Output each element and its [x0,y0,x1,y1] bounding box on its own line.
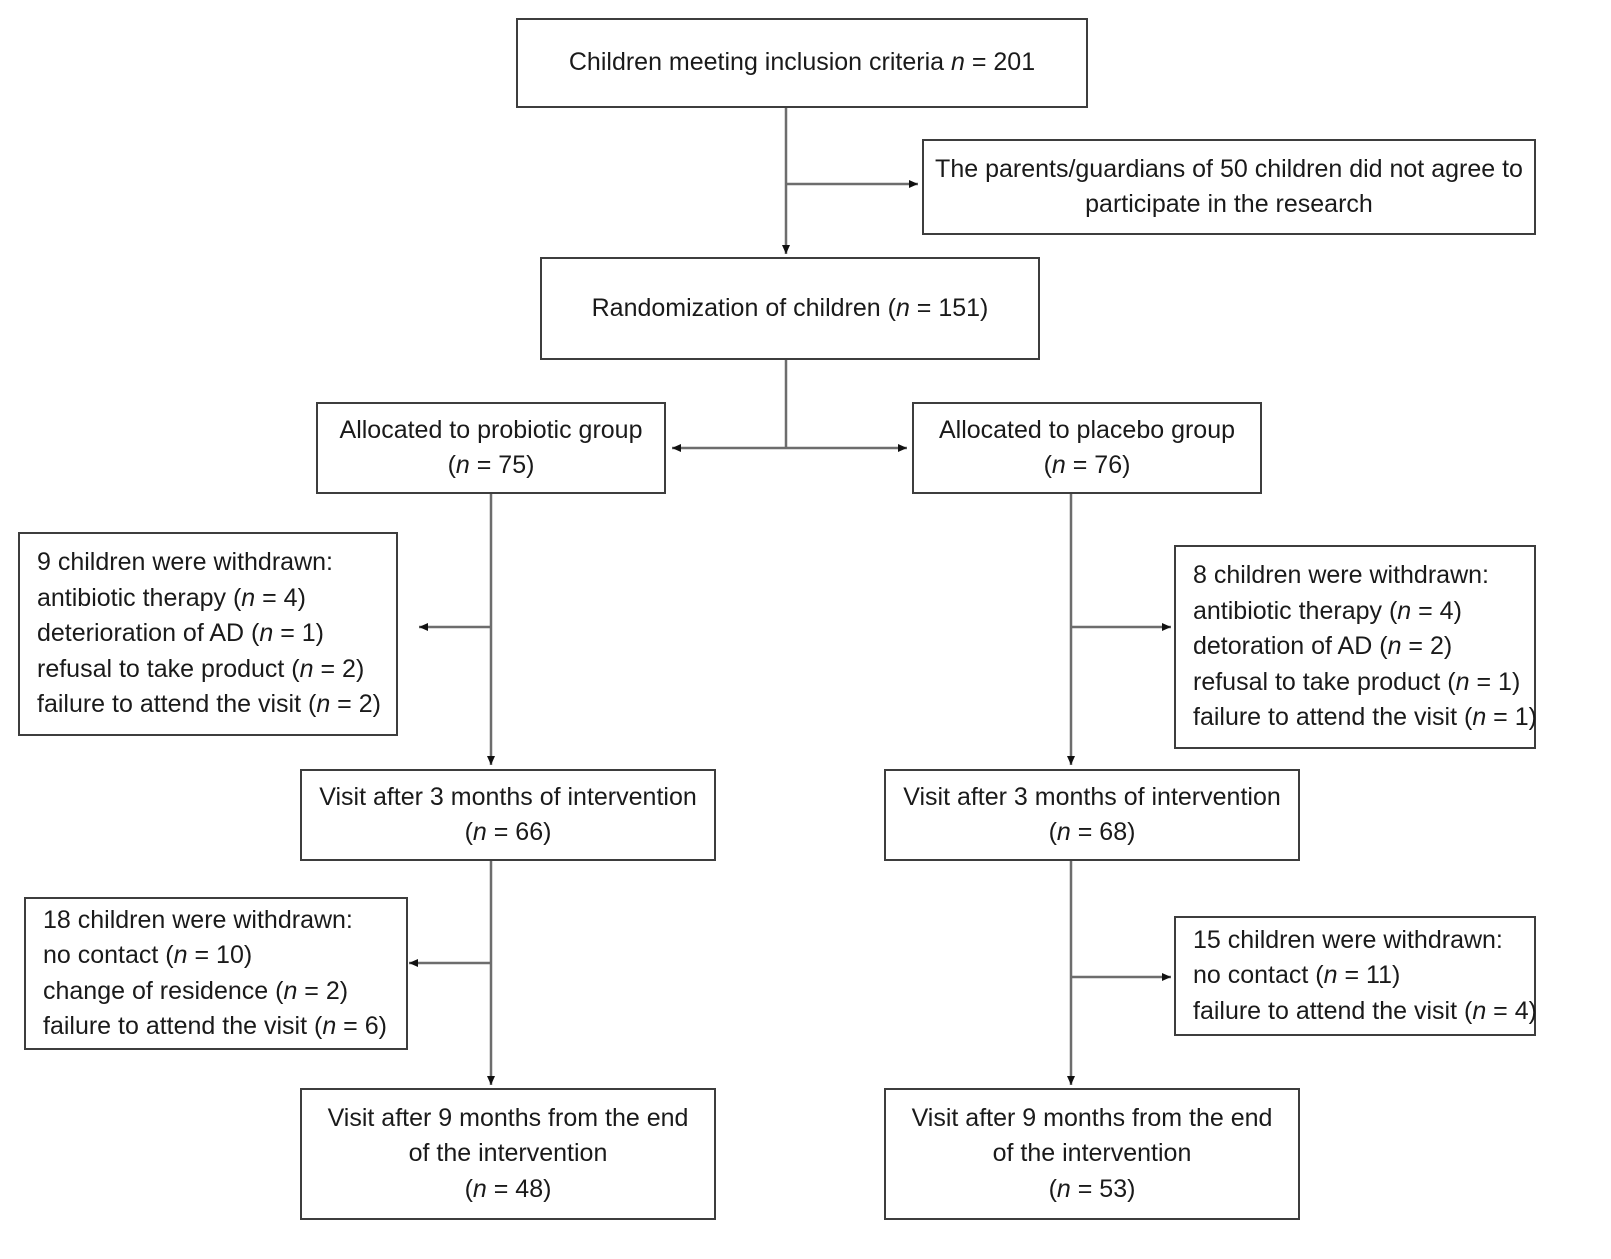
node-placebo-withdrawn-stage1: 8 children were withdrawn: antibiotic th… [1174,545,1537,749]
node-parents-did-not-agree-line-1: participate in the research [1085,190,1373,218]
node-placebo-withdrawn-stage1-line-2: detoration of AD (n = 2) [1193,632,1453,661]
node-allocated-placebo-line-0: Allocated to placebo group [938,415,1236,444]
node-probiotic-withdrawn-stage1: 9 children were withdrawn: antibiotic th… [18,532,398,736]
node-placebo-visit-3-months: Visit after 3 months of intervention (n … [884,769,1300,861]
node-probiotic-withdrawn-stage1-line-1: antibiotic therapy (n = 4) [37,583,306,612]
node-inclusion-criteria-line-0: Children meeting inclusion criteria n = … [568,48,1036,77]
node-allocated-placebo-line-1: (n = 76) [1043,451,1131,479]
node-allocated-probiotic-line-1: (n = 75) [447,451,535,479]
node-placebo-visit-3-months-line-1: (n = 68) [1048,818,1136,846]
node-probiotic-visit-3-months-line-1: (n = 66) [464,818,552,846]
node-placebo-withdrawn-stage2: 15 children were withdrawn: no contact (… [1174,916,1537,1036]
node-probiotic-withdrawn-stage2-line-3: failure to attend the visit (n = 6) [43,1012,387,1040]
node-placebo-withdrawn-stage1-line-0: 8 children were withdrawn: [1193,561,1489,590]
node-randomization-line-0: Randomization of children (n = 151) [591,293,989,322]
node-placebo-visit-3-months-line-0: Visit after 3 months of intervention [903,782,1281,811]
node-probiotic-withdrawn-stage1-line-3: refusal to take product (n = 2) [37,654,365,683]
node-probiotic-withdrawn-stage1-line-2: deterioration of AD (n = 1) [37,619,324,648]
node-placebo-visit-9-months-line-2: (n = 53) [1048,1174,1136,1203]
node-probiotic-visit-3-months-line-0: Visit after 3 months of intervention [319,782,697,811]
node-probiotic-withdrawn-stage2-line-2: change of residence (n = 2) [43,976,349,1005]
node-placebo-visit-9-months-line-1: of the intervention [992,1139,1192,1168]
node-placebo-withdrawn-stage2-line-1: no contact (n = 11) [1193,961,1401,990]
node-placebo-visit-9-months: Visit after 9 months from the end of the… [884,1088,1300,1220]
node-placebo-withdrawn-stage2-line-0: 15 children were withdrawn: [1193,925,1503,954]
node-probiotic-withdrawn-stage2-line-0: 18 children were withdrawn: [43,905,353,934]
node-probiotic-visit-9-months-line-1: of the intervention [408,1139,608,1168]
node-probiotic-withdrawn-stage1-line-0: 9 children were withdrawn: [37,548,333,577]
node-allocated-placebo: Allocated to placebo group (n = 76) [912,402,1262,494]
node-placebo-visit-9-months-line-0: Visit after 9 months from the end [911,1103,1273,1132]
node-placebo-withdrawn-stage1-line-4: failure to attend the visit (n = 1) [1193,703,1537,732]
node-placebo-withdrawn-stage1-line-3: refusal to take product (n = 1) [1193,667,1521,696]
node-inclusion-criteria: Children meeting inclusion criteria n = … [516,18,1088,108]
node-probiotic-withdrawn-stage1-line-4: failure to attend the visit (n = 2) [37,690,381,719]
node-placebo-withdrawn-stage2-line-2: failure to attend the visit (n = 4) [1193,996,1537,1025]
node-probiotic-visit-9-months-line-2: (n = 48) [464,1174,552,1203]
node-parents-did-not-agree-line-0: The parents/guardians of 50 children did… [935,154,1523,183]
node-probiotic-withdrawn-stage2-line-1: no contact (n = 10) [43,941,253,969]
node-probiotic-visit-9-months-line-0: Visit after 9 months from the end [327,1103,689,1132]
node-allocated-probiotic-line-0: Allocated to probiotic group [339,415,643,444]
node-probiotic-visit-9-months: Visit after 9 months from the end of the… [300,1088,716,1220]
node-parents-did-not-agree: The parents/guardians of 50 children did… [922,139,1536,235]
node-probiotic-visit-3-months: Visit after 3 months of intervention (n … [300,769,716,861]
node-randomization: Randomization of children (n = 151) [540,257,1040,360]
node-placebo-withdrawn-stage1-line-1: antibiotic therapy (n = 4) [1193,596,1462,625]
node-probiotic-withdrawn-stage2: 18 children were withdrawn: no contact (… [24,897,408,1050]
node-allocated-probiotic: Allocated to probiotic group (n = 75) [316,402,666,494]
